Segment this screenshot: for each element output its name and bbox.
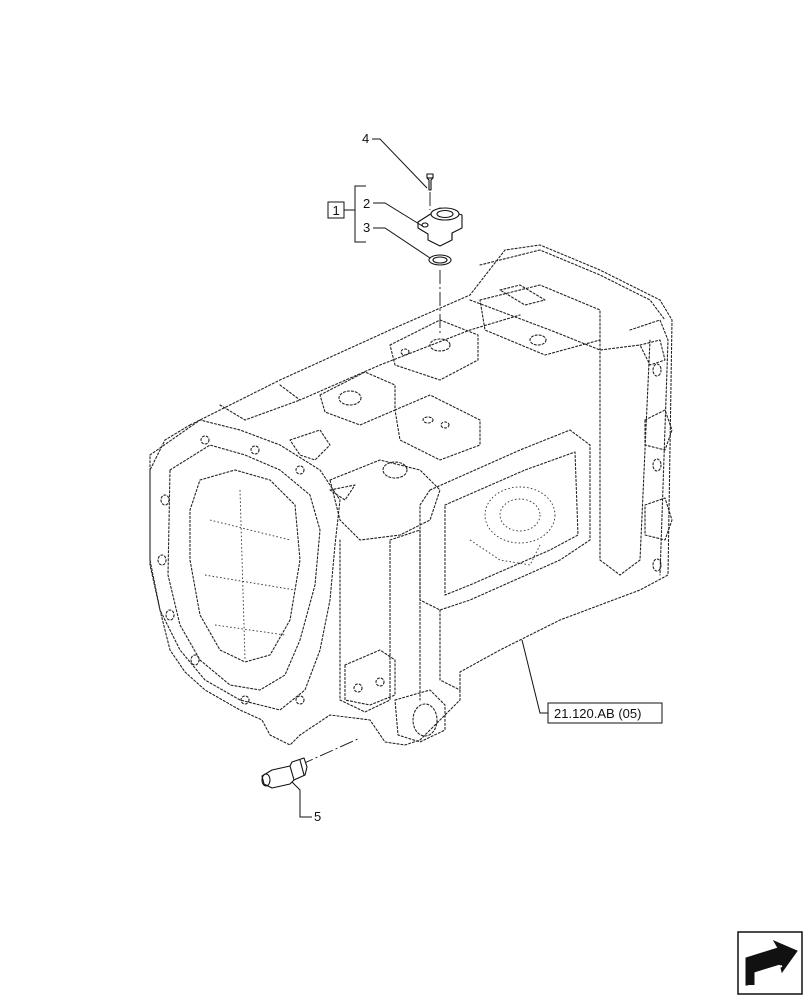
item-1-label: 1: [333, 203, 340, 218]
item-4-label: 4: [362, 131, 369, 146]
callouts: 1 2 3 4 5 21.120.AB (05): [291, 131, 663, 824]
next-page-arrow-icon[interactable]: [737, 931, 803, 995]
sensor-assembly: [417, 173, 463, 335]
drain-plug: [261, 737, 361, 789]
reference-label: 21.120.AB (05): [554, 706, 641, 721]
item-3-label: 3: [363, 220, 370, 235]
item-5-label: 5: [314, 809, 321, 824]
transmission-housing: [149, 244, 673, 746]
item-2-label: 2: [363, 196, 370, 211]
